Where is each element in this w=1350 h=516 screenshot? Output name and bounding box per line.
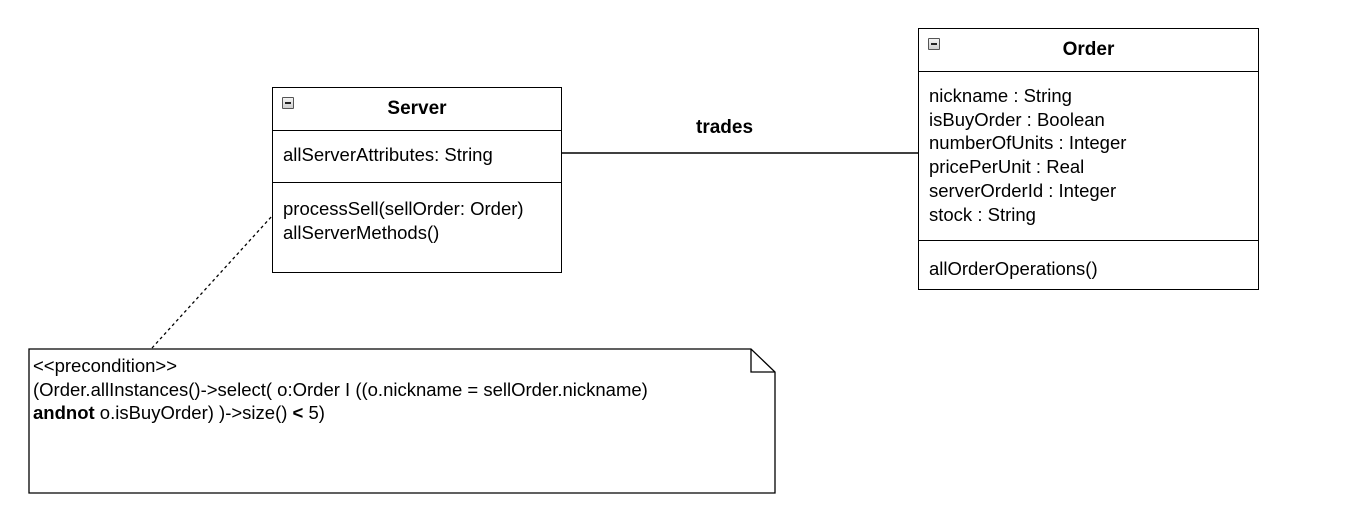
note-stereotype: <<precondition>> (33, 355, 178, 376)
order-attribute: numberOfUnits : Integer (929, 132, 1127, 154)
note-constraint-text: 5) (303, 402, 325, 423)
collapse-icon[interactable] (928, 38, 940, 50)
server-class-header: Server (273, 88, 561, 131)
server-operations-compartment: processSell(sellOrder: Order) allServerM… (273, 183, 561, 244)
server-class-name: Server (387, 98, 447, 119)
server-attribute: allServerAttributes: String (283, 144, 493, 165)
note-constraint-line: andnot o.isBuyOrder) )->size() < 5) (33, 401, 768, 425)
note-keyword-lt: < (292, 402, 304, 423)
order-class-header: Order (919, 29, 1258, 72)
note-constraint-line: (Order.allInstances()->select( o:Order I… (33, 378, 648, 400)
note-anchor-line[interactable] (151, 204, 283, 349)
note-constraint-text: o.isBuyOrder) )->size() (94, 402, 293, 423)
order-attribute: serverOrderId : Integer (929, 179, 1117, 201)
precondition-note-shape[interactable] (28, 348, 776, 494)
order-attribute: stock : String (929, 203, 1036, 225)
server-operation: allServerMethods() (283, 221, 440, 243)
order-operation: allOrderOperations() (929, 258, 1098, 279)
association-label: trades (696, 117, 754, 138)
order-attribute: isBuyOrder : Boolean (929, 108, 1105, 130)
server-operation: processSell(sellOrder: Order) (283, 198, 524, 219)
order-operations-compartment: allOrderOperations() (919, 241, 1258, 281)
order-attribute: pricePerUnit : Real (929, 156, 1085, 178)
note-keyword-andnot: andnot (33, 402, 95, 423)
order-class[interactable]: Order nickname : String isBuyOrder : Boo… (918, 28, 1259, 290)
precondition-note-text: <<precondition>> (Order.allInstances()->… (33, 354, 768, 425)
server-class[interactable]: Server allServerAttributes: String proce… (272, 87, 562, 273)
server-attributes-compartment: allServerAttributes: String (273, 131, 561, 183)
order-class-name: Order (1062, 39, 1115, 60)
collapse-icon[interactable] (282, 97, 294, 109)
order-attribute: nickname : String (929, 85, 1072, 106)
order-attributes-compartment: nickname : String isBuyOrder : Boolean n… (919, 72, 1258, 241)
note-folded-corner (750, 349, 775, 373)
